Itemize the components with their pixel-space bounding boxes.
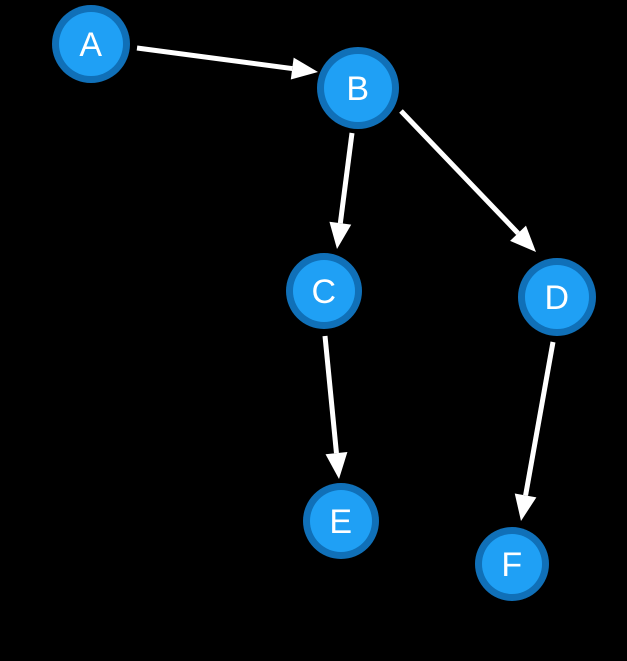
node-fill	[324, 54, 392, 122]
graph-node-e[interactable]: E	[303, 483, 379, 559]
node-label: F	[501, 546, 522, 584]
graph-node-f[interactable]: F	[475, 527, 549, 601]
graph-node-b[interactable]: B	[317, 47, 399, 129]
edge-line	[399, 109, 520, 235]
graph-edge-b-c[interactable]	[329, 132, 355, 249]
edge-arrowhead-icon	[325, 452, 348, 479]
edge-line	[523, 341, 556, 496]
graph-node-d[interactable]: D	[518, 258, 596, 336]
edges-layer	[136, 45, 556, 521]
graph-edge-c-e[interactable]	[322, 335, 348, 479]
node-label: D	[544, 279, 569, 317]
edge-line	[337, 132, 355, 224]
node-label: B	[346, 70, 369, 108]
node-fill	[59, 12, 123, 76]
node-fill	[482, 534, 542, 594]
node-label: C	[311, 273, 336, 311]
graph-edge-a-b[interactable]	[136, 45, 318, 80]
edge-line	[322, 335, 339, 454]
node-label: E	[329, 503, 352, 541]
graph-node-a[interactable]: A	[52, 5, 130, 83]
edge-arrowhead-icon	[290, 57, 318, 80]
edge-line	[136, 45, 293, 72]
graph-edge-d-f[interactable]	[514, 341, 556, 521]
edge-arrowhead-icon	[329, 221, 352, 249]
node-label: A	[79, 26, 102, 64]
edge-arrowhead-icon	[514, 493, 537, 521]
node-fill	[525, 265, 589, 329]
node-fill	[310, 490, 372, 552]
node-fill	[293, 260, 355, 322]
edge-arrowhead-icon	[510, 225, 536, 252]
nodes-layer: A B C D E F	[52, 5, 596, 601]
graph-edge-b-d[interactable]	[399, 109, 536, 252]
graph-node-c[interactable]: C	[286, 253, 362, 329]
